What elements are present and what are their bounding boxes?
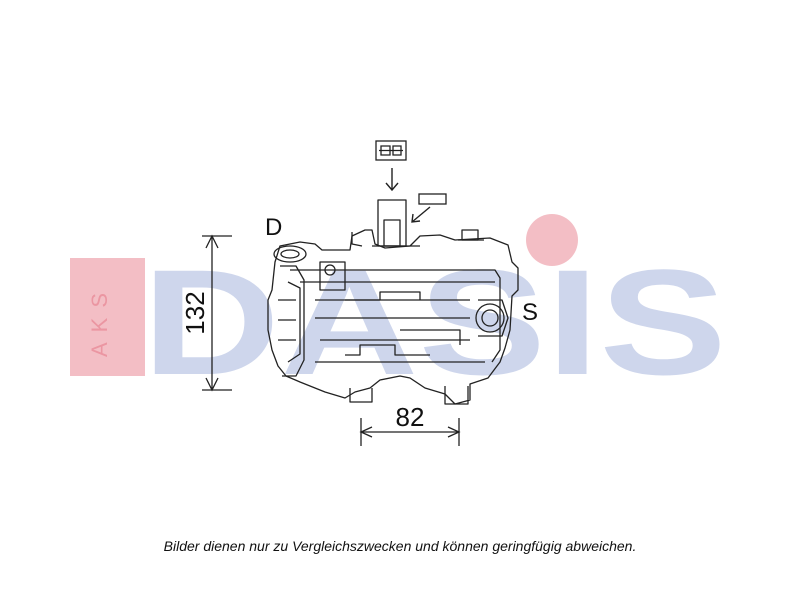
discharge-port-label: D [265, 214, 282, 241]
disclaimer-caption: Bilder dienen nur zu Vergleichszwecken u… [163, 538, 637, 554]
arrow-diagonal-icon [411, 206, 431, 223]
watermark-aks-text: AKS [87, 283, 112, 357]
compressor-body [267, 199, 519, 405]
connector-inset [375, 140, 407, 161]
width-dimension-line [359, 418, 461, 446]
connector-symbol-icon [375, 140, 407, 161]
plug-symbol-icon [418, 193, 447, 205]
height-dimension-value: 132 [180, 291, 210, 334]
watermark-dot [526, 214, 578, 266]
height-dimension-line [202, 234, 232, 392]
watermark-wordmark: DASIS [142, 238, 727, 406]
suction-port-label: S [522, 299, 538, 326]
watermark-aks-box [70, 258, 145, 376]
width-dimension-value: 82 [396, 402, 425, 432]
watermark-logo: AKS DASIS [70, 214, 727, 406]
arrow-down-icon [385, 168, 399, 192]
